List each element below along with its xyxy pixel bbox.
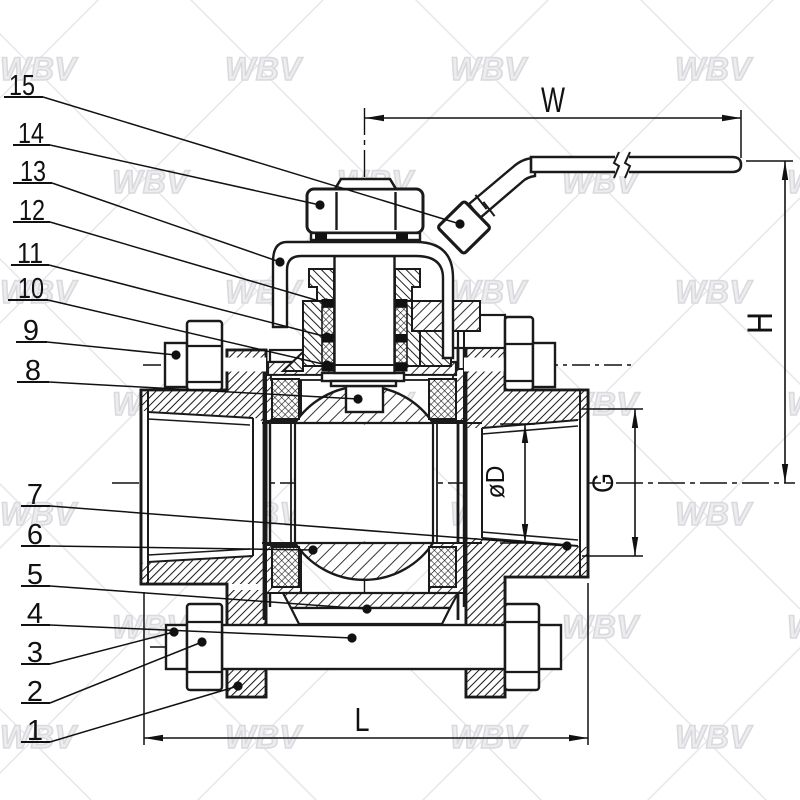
svg-text:3: 3 (27, 637, 43, 669)
svg-text:WBV: WBV (450, 51, 528, 87)
svg-text:2: 2 (27, 676, 43, 708)
svg-text:WBV: WBV (225, 719, 303, 755)
svg-text:WBV: WBV (675, 719, 753, 755)
svg-text:7: 7 (27, 479, 43, 511)
svg-text:WBV: WBV (562, 609, 640, 645)
svg-text:9: 9 (23, 315, 39, 347)
svg-text:WBV: WBV (787, 164, 800, 200)
svg-text:WBV: WBV (675, 496, 753, 532)
svg-text:WBV: WBV (0, 496, 78, 532)
svg-text:WBV: WBV (450, 274, 528, 310)
svg-text:WBV: WBV (787, 609, 800, 645)
svg-text:W: W (541, 81, 565, 120)
svg-text:8: 8 (25, 355, 41, 387)
svg-text:WBV: WBV (675, 51, 753, 87)
svg-text:H: H (741, 312, 780, 334)
svg-text:WBV: WBV (0, 51, 78, 87)
svg-text:øD: øD (480, 466, 510, 499)
svg-text:5: 5 (27, 559, 43, 591)
svg-text:WBV: WBV (787, 386, 800, 422)
svg-text:G: G (587, 473, 620, 493)
svg-text:WBV: WBV (675, 274, 753, 310)
svg-text:WBV: WBV (225, 51, 303, 87)
svg-text:4: 4 (27, 598, 43, 630)
svg-text:WBV: WBV (112, 164, 190, 200)
svg-text:WBV: WBV (225, 274, 303, 310)
svg-text:WBV: WBV (450, 719, 528, 755)
svg-text:1: 1 (27, 715, 43, 747)
svg-text:6: 6 (27, 519, 43, 551)
svg-text:L: L (355, 701, 370, 738)
